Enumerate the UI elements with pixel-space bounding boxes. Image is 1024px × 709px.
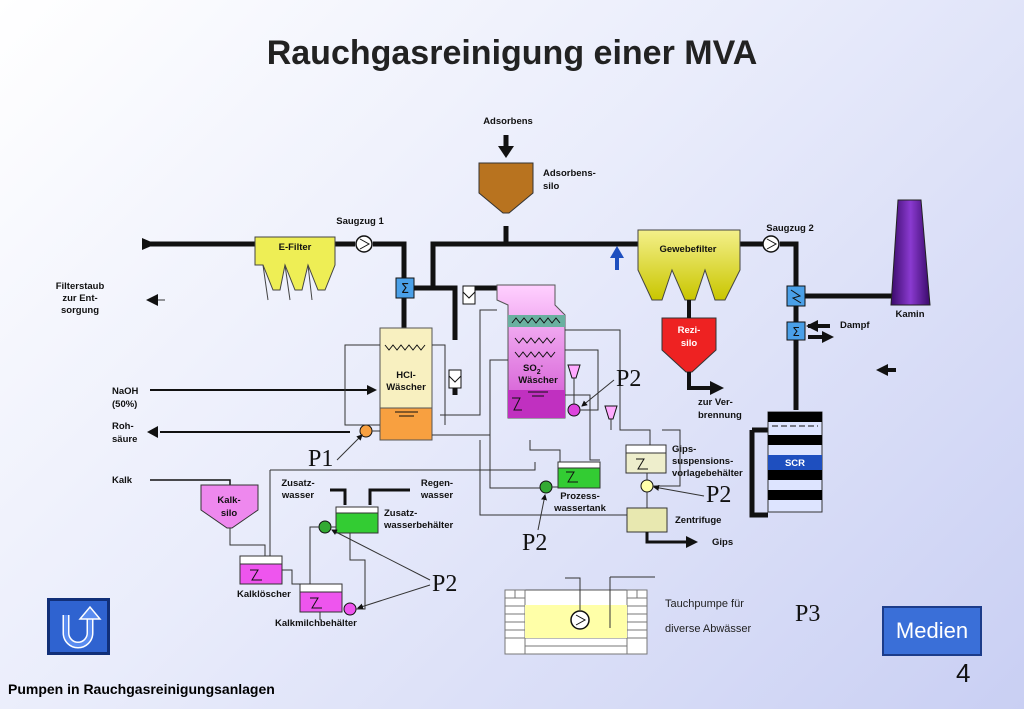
zwb-label-1: Zusatz- <box>384 508 417 519</box>
zurver-label-1: zur Ver- <box>698 397 733 408</box>
rezi-label-1: Rezi- <box>678 325 701 336</box>
so2-washer <box>496 284 566 419</box>
filterstaub-label-3: sorgung <box>61 305 99 316</box>
tauch-label-2: diverse Abwässer <box>665 623 752 635</box>
heat-exchanger-1-icon <box>395 277 415 299</box>
roh-label-2: säure <box>112 434 137 445</box>
kamin-stack <box>890 199 931 306</box>
kalkmilch-label: Kalkmilchbehälter <box>275 618 357 629</box>
so2-pump-icon <box>567 403 581 417</box>
naoh-label-1: NaOH <box>112 386 139 397</box>
footer-title: Pumpen in Rauchgasreinigungsanlagen <box>8 681 275 697</box>
page-title: Rauchgasreinigung einer MVA <box>267 34 758 72</box>
kalk-silo <box>200 484 259 529</box>
pump-label-p2-gips: P2 <box>706 482 731 508</box>
tauch-label-1: Tauchpumpe für <box>665 598 744 610</box>
u-turn-arrow-icon <box>62 605 102 649</box>
tauchpumpe-sump <box>504 576 655 655</box>
hcl-label-2: Wäscher <box>386 382 426 393</box>
hydrocyclone-2-icon <box>604 405 618 420</box>
hcl-label-1: HCl- <box>396 370 416 381</box>
filterstaub-label-1: Filterstaub <box>56 281 105 292</box>
gas-inlet-arrow <box>142 238 156 250</box>
zur-verbrennung-arrow <box>710 381 724 395</box>
naoh-label-2: (50%) <box>112 399 137 410</box>
kalkmilch-pump-icon <box>343 602 357 616</box>
zentrifuge-label: Zentrifuge <box>675 515 721 526</box>
zwb-label-2: wasserbehälter <box>383 520 453 531</box>
so2-label-1: SO2- <box>523 363 544 376</box>
kalksilo-label-1: Kalk- <box>217 495 240 506</box>
zusatz-label-1: Zusatz- <box>281 478 314 489</box>
pump-label-p2-prozess: P2 <box>522 530 547 556</box>
naoh-arrow <box>367 385 377 395</box>
gips-out-arrow <box>686 536 698 548</box>
e-filter-label: E-Filter <box>279 242 312 253</box>
dampf-out-arrow <box>822 331 834 343</box>
heat-exchanger-3-icon <box>786 321 806 341</box>
up-arrow-icon <box>610 246 624 258</box>
adsorbens-label: Adsorbens <box>483 116 533 127</box>
page-number: 4 <box>956 658 971 688</box>
filterstaub-arrow <box>146 294 158 306</box>
scr-label: SCR <box>785 458 805 469</box>
roh-label-1: Roh- <box>112 421 134 432</box>
hcl-washer <box>379 327 433 441</box>
regen-label-1: Regen- <box>421 478 453 489</box>
adsorbens-silo-label-1: Adsorbens- <box>543 168 596 179</box>
medien-button[interactable]: Medien <box>882 606 982 656</box>
so2-label-2: Wäscher <box>518 375 558 386</box>
dampf-label: Dampf <box>840 320 870 331</box>
saugzug2-fan-icon <box>762 235 780 253</box>
zentrifuge <box>626 507 668 533</box>
e-filter <box>254 236 336 301</box>
gips-label: Gips <box>712 537 733 548</box>
scr-reactor <box>767 411 823 513</box>
dampf-in-arrow <box>806 320 818 332</box>
gewebefilter-label: Gewebefilter <box>659 244 716 255</box>
pump-label-p2-kalk: P2 <box>432 571 457 597</box>
gewebefilter <box>637 229 741 301</box>
rohsaeure-arrow <box>147 426 158 438</box>
tauchpumpe-icon <box>570 610 590 630</box>
gips-label-3: vorlagebehälter <box>672 468 743 479</box>
gips-pump-icon <box>640 479 654 493</box>
prozesswasser-pump-icon <box>539 480 553 494</box>
kalksilo-label-2: silo <box>221 508 238 519</box>
pump-label-p1: P1 <box>308 446 333 472</box>
adsorbens-silo <box>478 162 534 214</box>
pump-label-p2-so2: P2 <box>616 366 641 392</box>
regen-label-2: wasser <box>420 490 454 501</box>
kamin-label: Kamin <box>895 309 924 320</box>
heat-exchanger-2-icon <box>786 285 806 307</box>
kalk-label: Kalk <box>112 475 133 486</box>
adsorbens-arrow-head <box>498 146 514 158</box>
saugzug2-label: Saugzug 2 <box>766 223 814 234</box>
mixer-1-icon <box>462 285 476 305</box>
pump-label-p3: P3 <box>795 601 820 627</box>
zusatzwasser-pump-icon <box>318 520 332 534</box>
filterstaub-label-2: zur Ent- <box>62 293 97 304</box>
mixer-2-icon <box>448 369 462 389</box>
gips-label-2: suspensions- <box>672 456 733 467</box>
zurver-label-2: brennung <box>698 410 742 421</box>
hydrocyclone-1-icon <box>567 364 581 379</box>
zusatz-label-2: wasser <box>281 490 315 501</box>
saugzug1-fan-icon <box>355 235 373 253</box>
gips-label-1: Gips- <box>672 444 696 455</box>
rezi-label-2: silo <box>681 338 698 349</box>
prozess-label-1: Prozess- <box>560 491 600 502</box>
back-button[interactable] <box>47 598 110 655</box>
process-piping <box>229 309 681 620</box>
svg-text:Σ: Σ <box>792 325 800 339</box>
kalkloescher-label: Kalklöscher <box>237 589 291 600</box>
prozess-label-2: wassertank <box>553 503 606 514</box>
saugzug1-label: Saugzug 1 <box>336 216 384 227</box>
svg-text:Σ: Σ <box>401 282 409 297</box>
rezi-silo <box>661 317 717 373</box>
return-arrow <box>876 364 888 376</box>
adsorbens-silo-label-2: silo <box>543 181 560 192</box>
